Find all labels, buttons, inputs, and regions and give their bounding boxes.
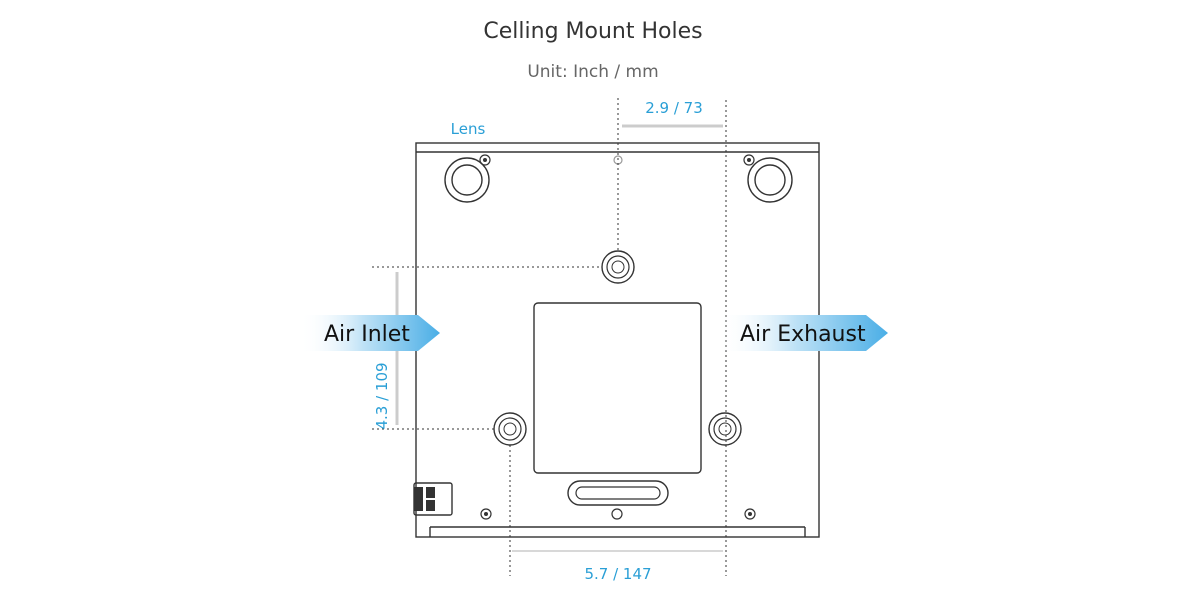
small-hole-bottom-left xyxy=(480,508,492,520)
dim-label-side: 4.3 / 109 xyxy=(373,362,391,429)
dim-label-bottom: 5.7 / 147 xyxy=(584,565,651,583)
guide-lines xyxy=(372,98,727,576)
air-exhaust-label: Air Exhaust xyxy=(740,322,866,347)
air-inlet-arrow: Air Inlet xyxy=(300,315,440,351)
lens-label: Lens xyxy=(451,120,486,138)
air-inlet-label: Air Inlet xyxy=(324,322,410,347)
side-connector xyxy=(413,482,453,516)
mount-hole-right xyxy=(708,412,742,446)
center-plate xyxy=(533,302,702,474)
air-exhaust-arrow: Air Exhaust xyxy=(718,315,888,351)
small-hole-bottom-right xyxy=(744,508,756,520)
dim-label-top: 2.9 / 73 xyxy=(645,99,703,117)
mount-hole-top xyxy=(601,250,635,284)
mount-hole-left xyxy=(493,412,527,446)
foot-top-right xyxy=(743,154,793,203)
unit-subtitle: Unit: Inch / mm xyxy=(527,62,658,82)
handle-slot xyxy=(567,480,669,506)
diagram-title: Celling Mount Holes xyxy=(483,19,702,44)
foot-top-left xyxy=(444,154,491,203)
small-hole-bottom-center xyxy=(611,508,623,520)
